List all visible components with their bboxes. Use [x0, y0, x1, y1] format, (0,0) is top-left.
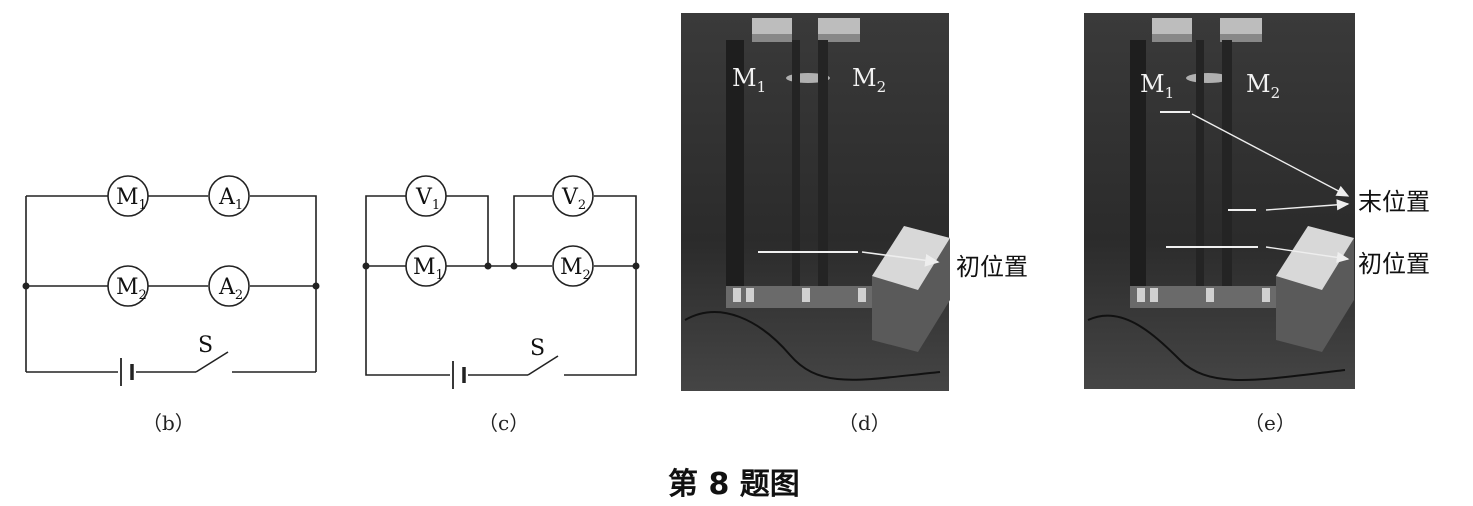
meter-circle: [405, 245, 447, 287]
support-rod: [1222, 40, 1232, 290]
switch-lever: [527, 355, 559, 376]
junction-dot: [362, 262, 370, 270]
arrow: [861, 251, 940, 267]
caption-e: （e）: [1244, 411, 1296, 435]
meter-circle: [208, 265, 250, 307]
photo-e: M1 M2: [1084, 13, 1355, 389]
meter-circle: [405, 175, 447, 217]
circuit-b-labels: M1 A1 M2 A2 S: [116, 185, 243, 358]
meter-circle: [107, 175, 149, 217]
cable: [684, 311, 941, 381]
photo-label-m2: M2: [852, 64, 886, 96]
annotation-initial-position: 初位置: [1358, 250, 1430, 278]
photo-label-m1: M1: [1140, 70, 1174, 102]
meter-label-a2: A2: [218, 275, 243, 303]
photo-label-m1: M1: [732, 64, 766, 96]
caption-b: （b）: [142, 411, 195, 435]
circuit-b: [25, 175, 317, 386]
switch-label: S: [198, 333, 213, 358]
meter-circle: [552, 245, 594, 287]
junction-dot: [484, 262, 492, 270]
meter-label-m1: M1: [116, 185, 147, 213]
cable: [1087, 314, 1346, 381]
junction-dot: [510, 262, 518, 270]
caption-d: （d）: [838, 411, 891, 435]
meter-label-m2: M2: [560, 255, 591, 283]
junction-dot: [22, 282, 30, 290]
meter-label-m1: M1: [413, 255, 444, 283]
base-bar: [1130, 286, 1280, 308]
meter-circle: [208, 175, 250, 217]
support-rod: [1130, 40, 1146, 290]
meter-circle: [107, 265, 149, 307]
support-rod: [792, 40, 800, 290]
caption-c: （c）: [478, 411, 529, 435]
arrow: [1265, 246, 1350, 263]
junction-dot: [312, 282, 320, 290]
arrow: [1191, 113, 1350, 197]
arrow: [1265, 199, 1350, 211]
switch-lever: [195, 351, 229, 373]
support-rod: [726, 40, 744, 290]
meter-circle: [552, 175, 594, 217]
switch-label: S: [530, 336, 545, 361]
meter-label-m2: M2: [116, 275, 147, 303]
meter-label-v1: V1: [415, 185, 440, 213]
circuit-c: [365, 175, 637, 389]
circuit-c-labels: V1 V2 M1 M2 S: [413, 185, 591, 361]
meter-label-v2: V2: [561, 185, 586, 213]
base-bar: [726, 286, 876, 308]
junction-dot: [632, 262, 640, 270]
annotation-final-position: 末位置: [1358, 188, 1430, 216]
figure-title: 第 8 题图: [668, 467, 800, 502]
meter-label-a1: A1: [218, 185, 243, 213]
annotation-initial-position: 初位置: [956, 253, 1028, 281]
photo-label-m2: M2: [1246, 70, 1280, 102]
photo-d: M1 M2: [681, 13, 950, 391]
support-rod: [1196, 40, 1204, 290]
power-supply-top: [1276, 226, 1354, 290]
support-rod: [818, 40, 828, 290]
